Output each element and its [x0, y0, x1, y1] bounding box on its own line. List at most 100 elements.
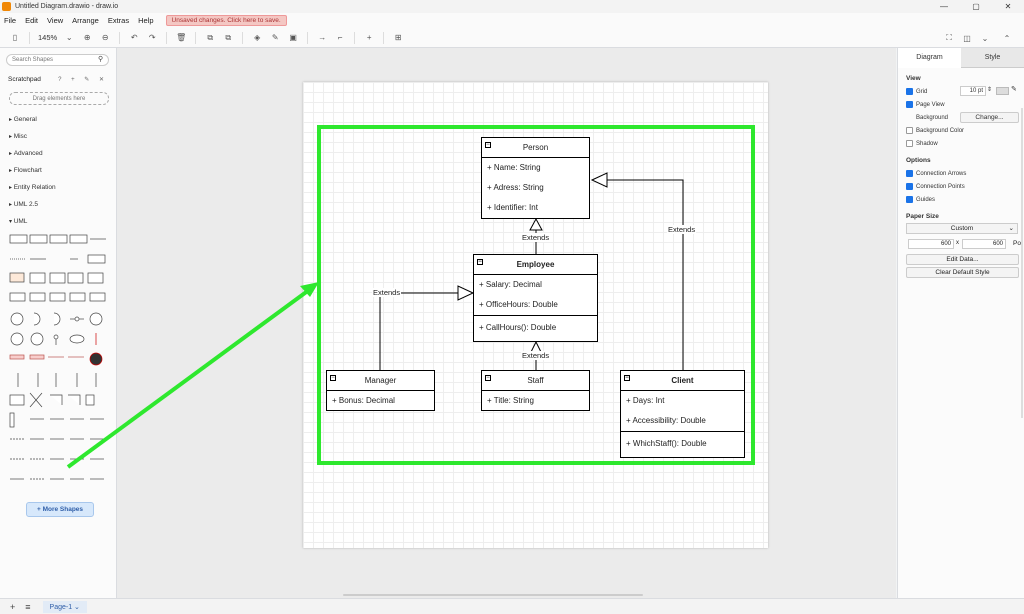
tab-style[interactable]: Style	[961, 48, 1024, 68]
grid-option[interactable]: Grid 10 pt ⇕ ✎	[898, 85, 1024, 98]
pages-menu-icon[interactable]: ≡	[25, 601, 31, 612]
edge-label-extends[interactable]: Extends	[521, 351, 551, 360]
shadow-option[interactable]: Shadow	[898, 137, 1024, 150]
table-icon[interactable]: ⊞	[394, 33, 402, 42]
class-method[interactable]: + CallHours(): Double	[479, 323, 557, 332]
category-general[interactable]: General	[9, 116, 37, 123]
eyedropper-icon[interactable]: ✎	[1011, 86, 1017, 93]
connection-arrows-checkbox[interactable]	[906, 170, 913, 177]
category-flowchart[interactable]: Flowchart	[9, 167, 42, 174]
connection-points-checkbox[interactable]	[906, 183, 913, 190]
edge-label-extends[interactable]: Extends	[372, 288, 402, 297]
horizontal-scrollbar[interactable]	[343, 594, 643, 596]
edge-label-extends[interactable]: Extends	[521, 233, 551, 242]
menu-extras[interactable]: Extras	[107, 16, 130, 25]
category-uml-25[interactable]: UML 2.5	[9, 201, 38, 208]
change-background-button[interactable]: Change...	[960, 112, 1019, 123]
collapse-icon[interactable]: −	[485, 142, 491, 148]
scratchpad-header[interactable]: Scratchpad ? + ✎ ✕	[8, 76, 108, 83]
class-attribute[interactable]: + Title: String	[487, 396, 534, 405]
page-view-checkbox[interactable]	[906, 101, 913, 108]
paper-size-select[interactable]: Custom ⌄	[906, 223, 1018, 234]
edit-data-button[interactable]: Edit Data...	[906, 254, 1019, 265]
class-attribute[interactable]: + Adress: String	[487, 183, 544, 192]
unsaved-changes-button[interactable]: Unsaved changes. Click here to save.	[165, 15, 287, 26]
to-back-icon[interactable]: ⧉	[225, 32, 232, 42]
minimize-button[interactable]: —	[940, 2, 948, 11]
menu-file[interactable]: File	[4, 16, 17, 25]
waypoints-icon[interactable]: ⌐	[337, 33, 343, 42]
page-view-option[interactable]: Page View	[898, 98, 1024, 111]
class-attribute[interactable]: + Identifier: Int	[487, 203, 538, 212]
category-advanced[interactable]: Advanced	[9, 150, 43, 157]
zoom-in-icon[interactable]: ⊕	[83, 33, 91, 42]
tab-diagram[interactable]: Diagram	[898, 48, 961, 68]
background-color-option[interactable]: Background Color	[898, 124, 1024, 137]
connection-icon[interactable]: →	[318, 33, 327, 42]
fill-color-icon[interactable]: ◈	[254, 33, 261, 42]
class-person[interactable]: −Person + Name: String + Adress: String …	[481, 137, 590, 219]
grid-checkbox[interactable]	[906, 88, 913, 95]
menu-arrange[interactable]: Arrange	[72, 16, 99, 25]
collapse-icon[interactable]: −	[477, 259, 483, 265]
fullscreen-icon[interactable]: ⛶	[946, 33, 952, 42]
to-front-icon[interactable]: ⧉	[207, 32, 214, 42]
class-attribute[interactable]: + OfficeHours: Double	[479, 300, 558, 309]
paper-width-input[interactable]: 600	[908, 239, 954, 249]
shadow-icon[interactable]: ▣	[289, 33, 297, 42]
edge-label-extends[interactable]: Extends	[667, 225, 697, 234]
class-attribute[interactable]: + Days: Int	[626, 396, 665, 405]
scratchpad-controls[interactable]: ? + ✎ ✕	[58, 77, 108, 83]
more-shapes-button[interactable]: + More Shapes	[26, 502, 94, 517]
category-entity-relation[interactable]: Entity Relation	[9, 184, 56, 191]
collapse-icon[interactable]: −	[624, 375, 630, 381]
menu-help[interactable]: Help	[138, 16, 154, 25]
collapse-icon[interactable]: −	[330, 375, 336, 381]
background-color-checkbox[interactable]	[906, 127, 913, 134]
grid-color-swatch[interactable]	[996, 87, 1009, 95]
grid-size-input[interactable]: 10 pt	[960, 86, 986, 96]
chevron-down-icon[interactable]: ⌄	[65, 33, 73, 42]
shadow-checkbox[interactable]	[906, 140, 913, 147]
guides-checkbox[interactable]	[906, 196, 913, 203]
menu-edit[interactable]: Edit	[25, 16, 39, 25]
search-shapes-input[interactable]: Search Shapes	[6, 54, 109, 66]
collapse-icon[interactable]: −	[485, 375, 491, 381]
class-method[interactable]: + WhichStaff(): Double	[626, 439, 707, 448]
category-misc[interactable]: Misc	[9, 133, 27, 140]
guides-option[interactable]: Guides	[898, 193, 1024, 206]
paper-height-input[interactable]: 600	[962, 239, 1006, 249]
class-attribute[interactable]: + Bonus: Decimal	[332, 396, 395, 405]
maximize-button[interactable]: ▢	[972, 2, 980, 11]
collapse-icon[interactable]: ⌃	[1003, 33, 1011, 43]
connection-arrows-option[interactable]: Connection Arrows	[898, 167, 1024, 180]
undo-icon[interactable]: ↶	[130, 33, 138, 42]
redo-icon[interactable]: ↷	[148, 33, 156, 42]
class-attribute[interactable]: + Name: String	[487, 163, 541, 172]
format-panel-toggle-icon[interactable]: ▯	[12, 33, 18, 42]
scratchpad-drop-zone[interactable]: Drag elements here	[9, 92, 109, 105]
search-icon[interactable]: ⚲	[98, 56, 104, 63]
menu-view[interactable]: View	[47, 16, 64, 25]
insert-icon[interactable]: +	[366, 33, 372, 42]
class-staff[interactable]: −Staff + Title: String	[481, 370, 590, 411]
page-tab[interactable]: Page-1 ⌄	[42, 600, 87, 613]
class-attribute[interactable]: + Salary: Decimal	[479, 280, 542, 289]
zoom-out-icon[interactable]: ⊖	[101, 33, 109, 42]
add-page-icon[interactable]: +	[10, 601, 16, 612]
class-client[interactable]: −Client + Days: Int + Accessibility: Dou…	[620, 370, 745, 458]
delete-icon[interactable]: 🗑	[176, 33, 187, 42]
close-window-button[interactable]: ✕	[1004, 2, 1012, 11]
connection-points-option[interactable]: Connection Points	[898, 180, 1024, 193]
vertical-scrollbar[interactable]	[1021, 108, 1023, 418]
layout-icon[interactable]: ◫	[963, 33, 971, 43]
zoom-select[interactable]: 145%	[38, 33, 58, 42]
chevron-down-icon[interactable]: ⌄	[981, 33, 989, 43]
class-attribute[interactable]: + Accessibility: Double	[626, 416, 706, 425]
class-employee[interactable]: −Employee + Salary: Decimal + OfficeHour…	[473, 254, 598, 342]
uml-shape-palette[interactable]	[8, 233, 108, 488]
class-manager[interactable]: −Manager + Bonus: Decimal	[326, 370, 435, 411]
line-color-icon[interactable]: ✎	[271, 33, 279, 42]
category-uml[interactable]: UML	[9, 218, 28, 225]
clear-default-style-button[interactable]: Clear Default Style	[906, 267, 1019, 278]
